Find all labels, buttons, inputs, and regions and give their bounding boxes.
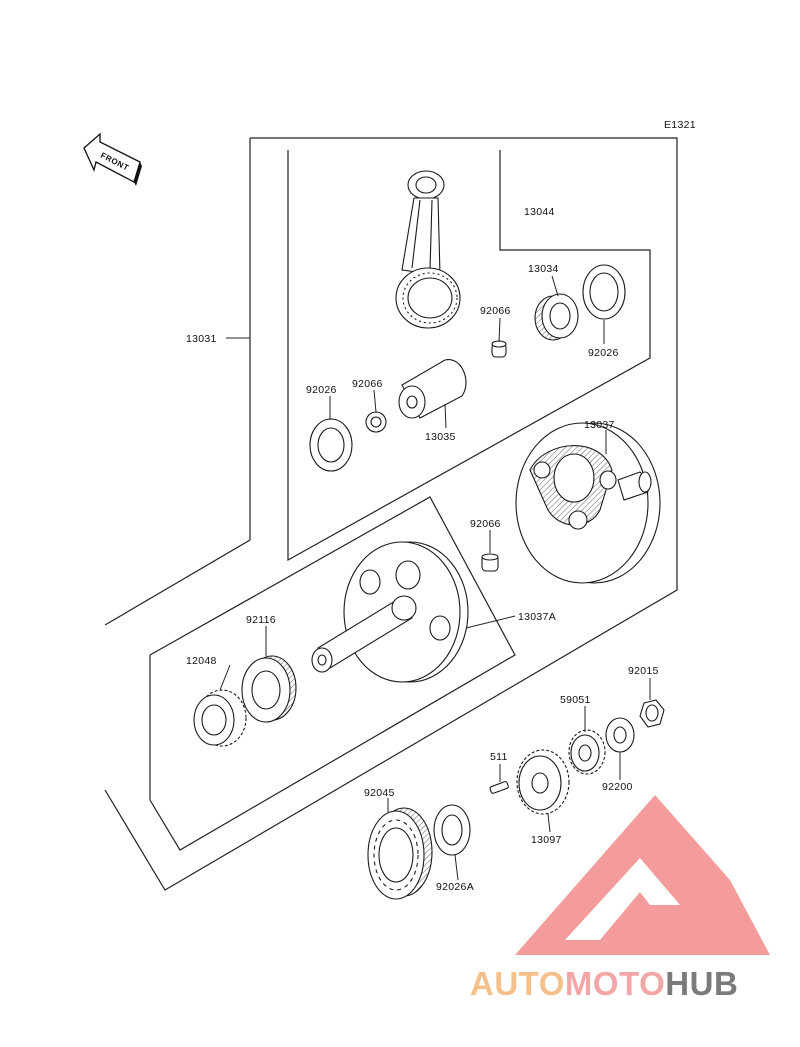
bushing-92066-low: [481, 553, 499, 572]
washer-92026A: [433, 804, 471, 856]
label-13031: 13031: [186, 333, 217, 345]
label-92026-top: 92026: [588, 347, 619, 359]
label-92066-top: 92066: [480, 305, 511, 317]
watermark-text: AUTOMOTOHUB: [470, 965, 738, 1002]
label-13037: 13037: [584, 419, 615, 431]
label-92045: 92045: [364, 787, 395, 799]
watermark-part1: AUTO: [470, 965, 565, 1002]
ball-bearing-92045: [367, 807, 433, 900]
watermark-logo-icon: [515, 795, 770, 955]
watermark-part3: HUB: [665, 965, 738, 1002]
front-arrow-icon: FRONT: [83, 132, 142, 186]
label-92116: 92116: [246, 614, 276, 626]
key-511: [489, 781, 509, 794]
bushing-92066-top: [491, 340, 507, 358]
label-511: 511: [490, 751, 508, 763]
svg-text:AUTOMOTOHUB: AUTOMOTOHUB: [470, 965, 738, 1002]
nut-92015: [639, 699, 665, 728]
label-92015: 92015: [628, 665, 659, 677]
thrust-washer-92026-top: [582, 264, 626, 320]
label-92026-left: 92026: [306, 384, 337, 396]
connecting-rod: [395, 170, 461, 329]
label-92200: 92200: [602, 781, 633, 793]
label-92066-mid: 92066: [352, 378, 383, 390]
gear-13097: [516, 749, 570, 815]
assembly-outline-13037A: [149, 496, 516, 851]
leader-lines: [219, 275, 651, 881]
crank-pin-13035: [398, 359, 467, 419]
bushing-92066-mid: [365, 411, 387, 433]
label-59051: 59051: [560, 694, 591, 706]
label-13037A: 13037A: [518, 611, 556, 623]
assembly-outline-13031: [104, 137, 678, 891]
label-13044: 13044: [524, 206, 555, 218]
diagram-code: E1321: [664, 119, 696, 131]
assembly-outline-13037: [287, 150, 651, 562]
thrust-washer-92026-left: [309, 418, 353, 472]
label-92066-low: 92066: [470, 518, 501, 530]
crank-web-13037A: [311, 541, 469, 683]
part-labels: 13044 13034 92066 92026 13031 92026 9206…: [186, 206, 659, 893]
washer-92200: [605, 717, 635, 753]
label-13034: 13034: [528, 263, 559, 275]
label-13035: 13035: [425, 431, 456, 443]
needle-bearing-13034: [534, 293, 579, 341]
crank-web-13037: [515, 422, 661, 584]
label-13097: 13097: [531, 834, 562, 846]
bearing-92116: [241, 655, 297, 723]
gear-59051: [568, 729, 606, 775]
sprocket-12048: [193, 689, 247, 747]
label-92026A: 92026A: [436, 881, 474, 893]
watermark-part2: MOTO: [565, 965, 665, 1002]
label-12048: 12048: [186, 655, 217, 667]
